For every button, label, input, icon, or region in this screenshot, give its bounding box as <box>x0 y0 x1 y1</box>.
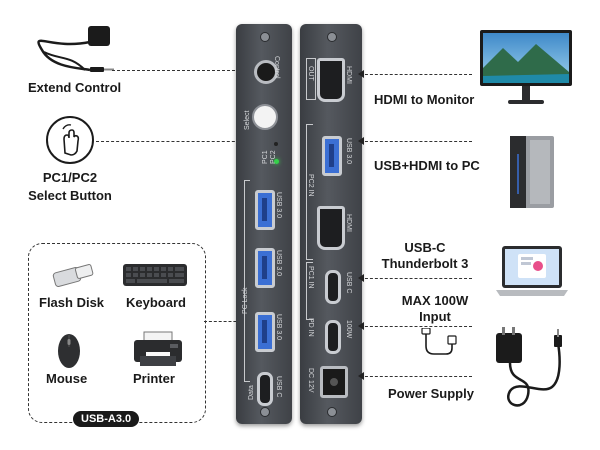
keyboard-label: Keyboard <box>126 295 186 310</box>
dc-jack[interactable] <box>320 366 348 398</box>
pc1-led-label: PC1 <box>262 150 269 164</box>
pc2-hdmi-label: HDMI <box>345 214 352 232</box>
hdmi-out-port[interactable] <box>317 58 345 102</box>
pc-tower-icon <box>508 134 556 210</box>
pc2-usb-port[interactable] <box>322 136 342 176</box>
usb-c-label: USB C <box>275 376 282 398</box>
cable-remote-icon <box>30 20 120 75</box>
power-supply-label: Power Supply <box>388 386 474 401</box>
pc2-hdmi-port[interactable] <box>317 206 345 250</box>
usbc-label-line1: USB-C <box>404 240 446 255</box>
max-label-line2: Input <box>419 309 451 324</box>
usb-hdmi-pc-label: USB+HDMI to PC <box>374 158 480 173</box>
hdmi-out-label: OUT <box>307 66 314 81</box>
monitor-icon <box>478 28 574 108</box>
pc-select-label-line2: Select Button <box>28 188 112 203</box>
pc2-led-label: PC2 <box>270 150 277 164</box>
kvm-switch-back: OUT HDMI PC2 IN USB 3.0 HDMI PC1 IN USB … <box>300 24 362 424</box>
pc1-in-label: PC1 IN <box>307 266 314 289</box>
pc1-usb-c-label: USB C <box>345 272 352 294</box>
extend-control-label: Extend Control <box>28 80 122 95</box>
hdmi-label: HDMI <box>345 66 352 84</box>
screw-icon <box>260 32 270 42</box>
printer-icon <box>130 330 186 370</box>
usb-a-port-3[interactable] <box>255 312 275 352</box>
select-label: Select <box>244 110 251 130</box>
printer-label: Printer <box>133 371 175 386</box>
flash-disk-label: Flash Disk <box>39 295 105 310</box>
connector-max-input <box>360 326 472 327</box>
pc1-led <box>274 159 279 164</box>
usb-port-label: USB 3.0 <box>275 192 282 219</box>
usbc-cable-icon <box>420 327 460 360</box>
pc2-in-label: PC2 IN <box>307 174 314 197</box>
dc-label: DC 12V <box>307 368 314 393</box>
select-button[interactable] <box>252 104 278 130</box>
usb-port-label: USB 3.0 <box>275 314 282 341</box>
usb-a-port-1[interactable] <box>255 190 275 230</box>
data-usb-c-port[interactable] <box>257 372 273 406</box>
connector-peripherals <box>204 321 256 322</box>
hdmi-monitor-label: HDMI to Monitor <box>374 92 475 107</box>
connector-usb-hdmi-pc <box>360 141 472 142</box>
keyboard-icon <box>122 262 188 288</box>
connector-power <box>360 376 472 377</box>
power-adapter-icon <box>492 325 574 417</box>
pc2-led <box>274 142 278 146</box>
usb-port-label: USB 3.0 <box>275 250 282 277</box>
arrow-max <box>358 322 364 330</box>
laptop-icon <box>494 244 570 300</box>
max-label-line1: MAX 100W <box>401 293 469 308</box>
connector-select <box>96 141 260 142</box>
connector-usbc <box>360 278 472 279</box>
arrow-pc <box>358 137 364 145</box>
pc2-usb-label: USB 3.0 <box>345 138 352 165</box>
arrow-power <box>358 372 364 380</box>
pc2-in-bracket <box>306 124 313 260</box>
port-group-bracket <box>244 180 250 382</box>
data-label: Data <box>248 385 255 400</box>
pd-in-port[interactable] <box>325 320 341 354</box>
screw-icon <box>260 407 270 417</box>
pc-select-label-line1: PC1/PC2 <box>42 170 98 185</box>
arrow-hdmi <box>358 70 364 78</box>
mouse-label: Mouse <box>46 371 88 386</box>
flash-disk-icon <box>50 258 98 292</box>
mouse-icon <box>55 332 83 370</box>
usbc-label-line2: Thunderbolt 3 <box>381 256 469 271</box>
usb-a30-badge: USB-A3.0 <box>73 411 140 427</box>
kvm-switch-front: Control Select PC1 PC2 PC Lock USB 3.0 U… <box>236 24 292 424</box>
control-port-label: Control <box>273 56 280 79</box>
screw-icon <box>327 407 337 417</box>
arrow-usbc <box>358 274 364 282</box>
pd-in-label: PD IN <box>307 318 314 337</box>
screw-icon <box>327 32 337 42</box>
usb-a-port-2[interactable] <box>255 248 275 288</box>
hand-press-icon <box>45 115 95 165</box>
port-group-label: PC Lock <box>242 287 249 314</box>
pd-watt-label: 100W <box>345 320 352 339</box>
pc1-in-bracket <box>306 262 313 320</box>
pc1-usb-c-port[interactable] <box>325 270 341 304</box>
hdmi-out-tag <box>306 58 316 100</box>
control-jack[interactable] <box>254 60 278 84</box>
connector-hdmi-monitor <box>360 74 472 75</box>
connector-extend-control <box>112 70 260 71</box>
